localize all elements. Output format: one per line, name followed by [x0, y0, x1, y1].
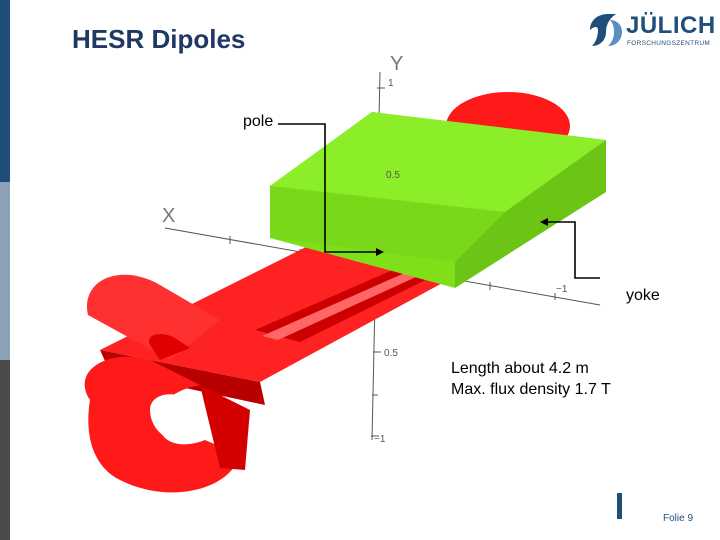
pole-label: pole: [243, 113, 274, 130]
y-tick-label-lower-0-5: 0.5: [384, 348, 398, 359]
logo-wordmark: JÜLICH: [626, 12, 716, 39]
pole-front-face: [270, 186, 505, 262]
pole-arrowhead-icon: [376, 248, 384, 256]
y-tick-label-0-5: 0.5: [386, 170, 400, 181]
juelich-logo-icon: [590, 14, 622, 46]
length-spec: Length about 4.2 m: [451, 360, 589, 377]
yoke-long-plate: [100, 240, 470, 382]
page-number: Folie 9: [663, 513, 694, 524]
sidebar-accent-middle: [0, 182, 10, 360]
pole-side-face: [455, 140, 606, 288]
juelich-logo: JÜLICH FORSCHUNGSZENTRUM: [586, 8, 715, 52]
sidebar-accent-bottom: [0, 360, 10, 540]
yoke-coil-opening: [150, 394, 200, 443]
yoke-arrowhead-icon: [540, 218, 548, 226]
yoke-upper-lobe: [86, 274, 220, 360]
footer-accent-bar: [617, 493, 622, 519]
leader-lines: [278, 123, 600, 279]
logo-subtitle: FORSCHUNGSZENTRUM: [627, 40, 711, 47]
yoke-leader-line: [548, 221, 600, 279]
y-tick-label-minus-1: −1: [374, 434, 386, 445]
y-axis-name: Y: [390, 53, 403, 75]
yoke-coil-side: [200, 385, 250, 470]
x-tick-label-minus-1: −1: [556, 284, 568, 295]
sidebar-accent-top: [0, 0, 10, 182]
yoke-label: yoke: [626, 287, 660, 304]
yoke-upper-notch: [149, 334, 190, 360]
x-axis-name: X: [162, 205, 175, 227]
y-tick-label-1: 1: [388, 78, 394, 89]
pole-block: [270, 112, 606, 288]
pole-top-face: [270, 112, 606, 212]
yoke-lower-coil: [84, 356, 241, 493]
yoke-slot-highlight: [262, 264, 440, 340]
slide-title: HESR Dipoles: [72, 24, 246, 54]
specs-text: Length about 4.2 m Max. flux density 1.7…: [451, 358, 611, 400]
pole-leader-line: [278, 123, 376, 253]
flux-density-spec: Max. flux density 1.7 T: [451, 381, 611, 398]
